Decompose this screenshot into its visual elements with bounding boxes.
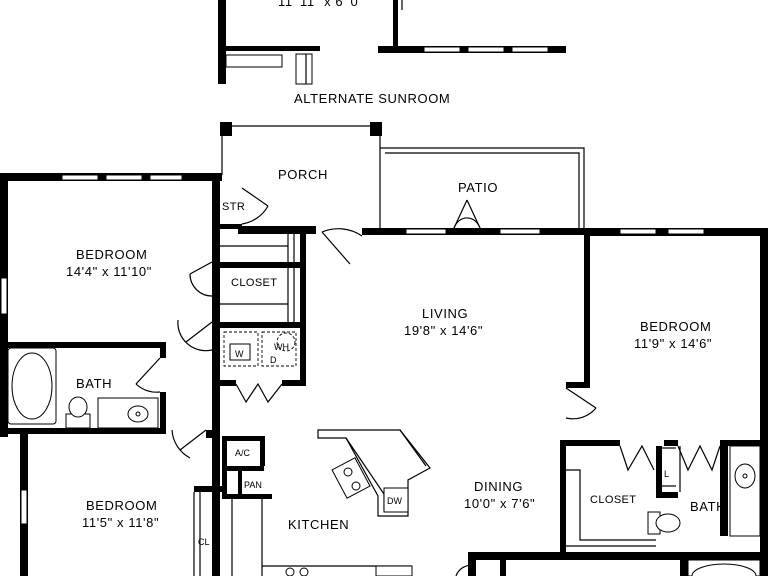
ac-label: A/C <box>235 448 251 458</box>
door-swings <box>135 187 721 576</box>
dryer-label: D <box>270 355 277 365</box>
dw-label: DW <box>387 496 402 506</box>
patio-label: PATIO <box>458 180 498 195</box>
porch-patio <box>220 122 585 265</box>
living-name: LIVING <box>422 306 468 321</box>
bedroom1-name: BEDROOM <box>76 247 147 262</box>
bath1-label: BATH <box>76 376 112 391</box>
sunroom-dims: 11' 11" x 6' 0" <box>278 0 364 9</box>
bedroom1-dims: 14'4" x 11'10" <box>66 264 152 279</box>
sunroom-walls <box>218 0 566 85</box>
cl-label: CL <box>198 537 210 547</box>
bath2-label: BATH <box>690 499 726 514</box>
washer-label: W <box>235 349 244 359</box>
dining-dims: 10'0" x 7'6" <box>464 496 535 511</box>
dining-name: DINING <box>474 479 523 494</box>
linen-label: L <box>664 469 669 479</box>
pan-label: PAN <box>244 480 262 490</box>
living-dims: 19'8" x 14'6" <box>404 323 483 338</box>
bedroom3-name: BEDROOM <box>86 498 157 513</box>
main-walls <box>0 173 768 576</box>
str-label: STR <box>222 201 245 213</box>
water-heater-label: WH <box>274 342 289 352</box>
porch-label: PORCH <box>278 167 328 182</box>
bedroom2-name: BEDROOM <box>640 319 711 334</box>
fixtures <box>7 331 761 576</box>
bedroom3-dims: 11'5" x 11'8" <box>82 515 159 530</box>
bedroom2-dims: 11'9" x 14'6" <box>634 336 712 351</box>
kitchen-label: KITCHEN <box>288 517 349 532</box>
closet1-label: CLOSET <box>231 277 277 289</box>
closet2-label: CLOSET <box>590 494 636 506</box>
alternate-sunroom-label: ALTERNATE SUNROOM <box>294 91 450 106</box>
